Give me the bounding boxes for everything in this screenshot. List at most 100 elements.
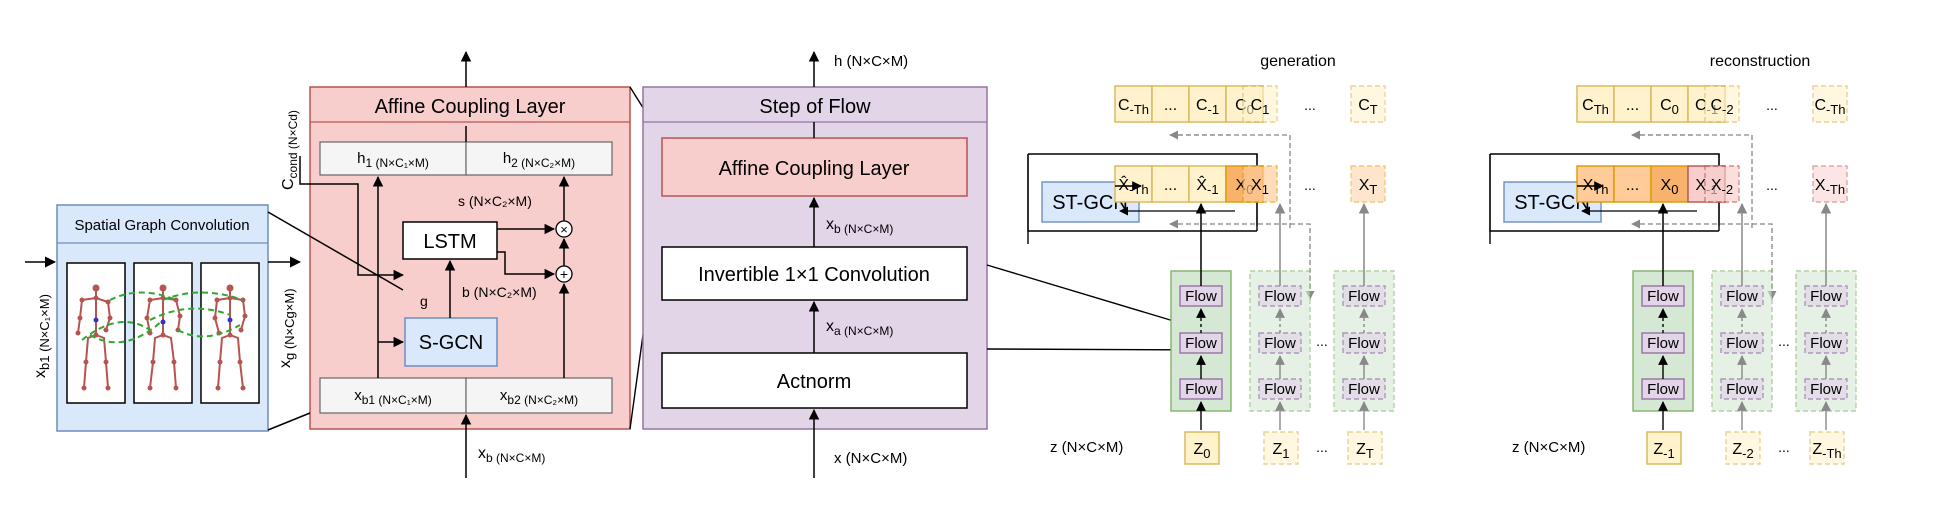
rec-x-hist-2 xyxy=(1650,165,1689,203)
rec-x-hist-0 xyxy=(1576,165,1615,203)
flow-acl-label: Affine Coupling Layer xyxy=(719,158,910,180)
gen-cond-next-label-1: C1 xyxy=(1251,97,1270,117)
rec-flow-label-1-1: Flow xyxy=(1726,335,1758,352)
gen-x-hist-1 xyxy=(1151,165,1190,203)
rec-z-label: z (N×C×M) xyxy=(1512,439,1585,456)
gen-flow-label-1-2: Flow xyxy=(1264,381,1296,398)
b-label: b (N×C₂×M) xyxy=(462,284,537,300)
h1-label: h1 (N×C₁×M) xyxy=(357,150,429,170)
xa-label: xa (N×C×M) xyxy=(826,318,893,338)
gen-x-hist-label-1: ... xyxy=(1164,177,1177,194)
rec-x-hist-1 xyxy=(1613,165,1652,203)
rec-z-box-1 xyxy=(1725,431,1761,465)
flow-output-label: h (N×C×M) xyxy=(834,53,908,70)
multiply-symbol: × xyxy=(560,222,568,237)
gen-z-box-0 xyxy=(1184,431,1220,465)
rec-x-hist-label-1: ... xyxy=(1626,177,1639,194)
gen-flow-label-2-2: Flow xyxy=(1348,381,1380,398)
rec-cond-label-0: CTh xyxy=(1582,97,1609,117)
spatial-graph-convolution-panel: Spatial Graph Convolution xyxy=(56,204,269,432)
actnorm-box xyxy=(661,352,968,409)
rec-ellipsis-x: ... xyxy=(1766,177,1778,193)
rec-z-box-2 xyxy=(1809,431,1845,465)
scgn-title: Spatial Graph Convolution xyxy=(74,217,249,234)
gen-stgcn-label: ST-GCN xyxy=(1052,192,1128,214)
gen-flow-label-2-0: Flow xyxy=(1348,288,1380,305)
h1-box xyxy=(319,141,467,176)
gen-cond-next-label-2: CT xyxy=(1358,97,1378,117)
inv-conv-box xyxy=(661,246,968,301)
xb1-box xyxy=(319,377,467,414)
rec-flow-label-1-2: Flow xyxy=(1726,381,1758,398)
rec-flow-label-0-2: Flow xyxy=(1647,381,1679,398)
xb2-label: xb2 (N×C₂×M) xyxy=(500,387,578,407)
rec-stgcn-label: ST-GCN xyxy=(1514,192,1590,214)
plus-symbol: + xyxy=(560,266,568,282)
rec-cond-1 xyxy=(1613,85,1652,123)
rec-z-label-0: Z-1 xyxy=(1653,441,1674,461)
sgcn-label: S-GCN xyxy=(419,332,483,354)
step-of-flow-panel: Step of Flow Affine Coupling Layer Inver… xyxy=(642,50,988,478)
rec-cond-label-1: ... xyxy=(1626,97,1639,114)
rec-ellipsis-cond: ... xyxy=(1766,97,1778,113)
gen-z-label: z (N×C×M) xyxy=(1050,439,1123,456)
gen-cond-next-2 xyxy=(1350,85,1386,123)
rec-cond-next-label-1: C-2 xyxy=(1710,97,1733,117)
gen-cond-label-0: C-Th xyxy=(1118,97,1149,117)
graph-nodes xyxy=(93,317,233,325)
gen-cond-label-2: C-1 xyxy=(1196,97,1219,117)
gen-z-label-1: Z1 xyxy=(1272,441,1289,461)
rec-ellipsis-z: ... xyxy=(1778,439,1790,455)
rec-x-next-label-2: X-Th xyxy=(1815,177,1845,197)
scgn-output-label: xg (N×Cg×M) xyxy=(277,288,297,368)
rec-title: reconstruction xyxy=(1710,53,1811,70)
rec-flow-label-1-0: Flow xyxy=(1726,288,1758,305)
acl-input-label: xb (N×C×M) xyxy=(478,445,545,465)
flow-input-label: x (N×C×M) xyxy=(834,450,907,467)
gen-flow-label-0-2: Flow xyxy=(1185,381,1217,398)
gen-x-hist-label-2: X̂-1 xyxy=(1196,174,1218,197)
gen-x-next-1 xyxy=(1242,165,1278,203)
rec-x-next-2 xyxy=(1812,165,1848,203)
h2-box xyxy=(465,141,613,176)
rec-x-next-label-1: X-2 xyxy=(1711,177,1733,197)
rec-flow-label-2-0: Flow xyxy=(1810,288,1842,305)
gen-z-box-1 xyxy=(1263,431,1299,465)
gen-cond-label-1: ... xyxy=(1164,97,1177,114)
rec-history-frame-bottom xyxy=(1489,154,1719,232)
xb-label: xb (N×C×M) xyxy=(826,216,893,236)
cond-label: Ccond (N×Cd) xyxy=(280,110,300,190)
rec-ellipsis-flow: ... xyxy=(1778,333,1790,349)
flow-acl-box xyxy=(661,137,968,197)
g-label: g xyxy=(420,293,428,309)
affine-coupling-layer-panel: Affine Coupling Layer h1 (N×C₁×M) h2 (N×… xyxy=(267,50,631,478)
rec-cond-next-1 xyxy=(1704,85,1740,123)
svg-text:xg (N×Cg×M): xg (N×Cg×M) xyxy=(277,288,297,368)
rec-x-next-1 xyxy=(1704,165,1740,203)
rec-flow-label-2-2: Flow xyxy=(1810,381,1842,398)
rec-flow-label-2-1: Flow xyxy=(1810,335,1842,352)
rec-cond-0 xyxy=(1576,85,1615,123)
rec-z-label-2: Z-Th xyxy=(1812,441,1841,461)
lstm-label: LSTM xyxy=(423,231,476,253)
gen-flow-label-0-0: Flow xyxy=(1185,288,1217,305)
gen-flow-label-1-1: Flow xyxy=(1264,335,1296,352)
rec-cond-next-label-2: C-Th xyxy=(1814,97,1845,117)
gen-ellipsis-cond: ... xyxy=(1304,97,1316,113)
reconstruction-panel: reconstructionCTh...C0C-1C-2...C-ThST-GC… xyxy=(1489,53,1857,465)
skeleton-figures xyxy=(77,288,247,389)
rec-flow-label-0-1: Flow xyxy=(1647,335,1679,352)
gen-flow-label-1-0: Flow xyxy=(1264,288,1296,305)
rec-z-label-1: Z-2 xyxy=(1732,441,1753,461)
inv-conv-label: Invertible 1×1 Convolution xyxy=(698,264,930,286)
gen-flow-label-0-1: Flow xyxy=(1185,335,1217,352)
flow-title: Step of Flow xyxy=(759,96,871,118)
lstm-box xyxy=(402,221,498,260)
gen-cond-2 xyxy=(1188,85,1227,123)
skeleton-joints xyxy=(75,284,248,391)
gen-cond-next-1 xyxy=(1242,85,1278,123)
gen-ellipsis-flow: ... xyxy=(1316,333,1328,349)
graph-edges xyxy=(81,291,244,344)
rec-cond-label-2: C0 xyxy=(1660,97,1679,117)
